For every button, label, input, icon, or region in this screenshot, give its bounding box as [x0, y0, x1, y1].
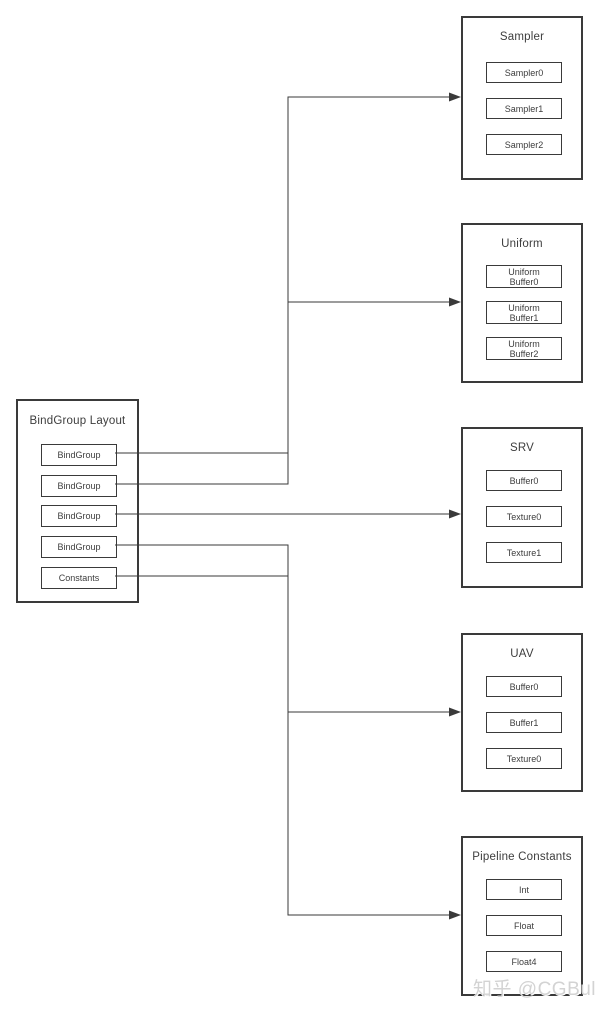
- group-uav-title: UAV: [510, 648, 534, 660]
- layout-item-bindgroup-3: BindGroup: [41, 536, 117, 558]
- layout-item-label: BindGroup: [57, 542, 101, 552]
- layout-item-label: BindGroup: [57, 481, 101, 491]
- group-sampler-title: Sampler: [499, 31, 545, 43]
- group-uav-item-0: Buffer0: [486, 676, 562, 697]
- group-item-label: Int: [518, 884, 529, 895]
- layout-item-label: Constants: [58, 573, 100, 583]
- group-uniform-item-0: Uniform Buffer0: [486, 265, 562, 288]
- bindgroup-layout-box: BindGroup Layout BindGroup BindGroup Bin…: [16, 399, 139, 603]
- group-item-label: Sampler2: [504, 139, 544, 150]
- connector-bindgroup1-to-uniform-arrowhead: [449, 297, 461, 307]
- connector-bindgroup1-to-uniform-line: [115, 301, 450, 485]
- group-uniform-item-2: Uniform Buffer2: [486, 337, 562, 360]
- group-item-label: Float: [513, 920, 534, 931]
- group-sampler-box: Sampler Sampler0 Sampler1 Sampler2: [461, 16, 583, 180]
- group-sampler-item-1: Sampler1: [486, 98, 562, 119]
- group-srv-item-2: Texture1: [486, 542, 562, 563]
- group-pipeline-item-0: Int: [486, 879, 562, 900]
- group-uniform-title: Uniform: [501, 238, 543, 250]
- connector-bindgroup2-to-srv-arrowhead: [449, 509, 461, 519]
- group-item-label: Texture0: [506, 753, 542, 764]
- group-pipeline-item-1: Float: [486, 915, 562, 936]
- group-uav-item-2: Texture0: [486, 748, 562, 769]
- group-srv-box: SRV Buffer0 Texture0 Texture1: [461, 427, 583, 588]
- group-uav-item-1: Buffer1: [486, 712, 562, 733]
- layout-item-bindgroup-0: BindGroup: [41, 444, 117, 466]
- group-srv-item-1: Texture0: [486, 506, 562, 527]
- connector-constants-to-pipeline-arrowhead: [449, 910, 461, 920]
- group-uniform-box: Uniform Uniform Buffer0 Uniform Buffer1 …: [461, 223, 583, 383]
- group-item-label: Sampler0: [504, 67, 544, 78]
- group-sampler-item-0: Sampler0: [486, 62, 562, 83]
- group-item-label: Sampler1: [504, 103, 544, 114]
- group-uav-box: UAV Buffer0 Buffer1 Texture0: [461, 633, 583, 792]
- group-uniform-item-1: Uniform Buffer1: [486, 301, 562, 324]
- group-item-label: Buffer0: [509, 681, 539, 692]
- connector-bindgroup0-to-sampler-line: [115, 96, 450, 454]
- group-pipeline-constants-box: Pipeline Constants Int Float Float4: [461, 836, 583, 996]
- group-pipeline-constants-title: Pipeline Constants: [472, 851, 572, 863]
- connector-bindgroup3-to-uav-line: [115, 544, 450, 713]
- group-sampler-item-2: Sampler2: [486, 134, 562, 155]
- connector-constants-to-pipeline-line: [115, 575, 450, 916]
- group-srv-item-0: Buffer0: [486, 470, 562, 491]
- zhihu-watermark: 知乎 @CGBul: [473, 979, 597, 1000]
- group-pipeline-item-2: Float4: [486, 951, 562, 972]
- group-item-label: Uniform Buffer1: [508, 302, 540, 323]
- layout-item-label: BindGroup: [57, 450, 101, 460]
- group-item-label: Buffer1: [509, 717, 539, 728]
- bindgroup-layout-title: BindGroup Layout: [29, 415, 126, 427]
- connector-bindgroup0-to-sampler-arrowhead: [449, 92, 461, 102]
- layout-item-bindgroup-2: BindGroup: [41, 505, 117, 527]
- group-srv-title: SRV: [509, 442, 535, 454]
- group-item-label: Float4: [511, 956, 537, 967]
- group-item-label: Texture0: [506, 511, 542, 522]
- layout-item-bindgroup-1: BindGroup: [41, 475, 117, 497]
- group-item-label: Uniform Buffer0: [508, 266, 540, 287]
- group-item-label: Uniform Buffer2: [508, 338, 540, 359]
- group-item-label: Buffer0: [509, 475, 539, 486]
- layout-item-constants: Constants: [41, 567, 117, 589]
- layout-item-label: BindGroup: [57, 511, 101, 521]
- connector-bindgroup3-to-uav-arrowhead: [449, 707, 461, 717]
- group-item-label: Texture1: [506, 547, 542, 558]
